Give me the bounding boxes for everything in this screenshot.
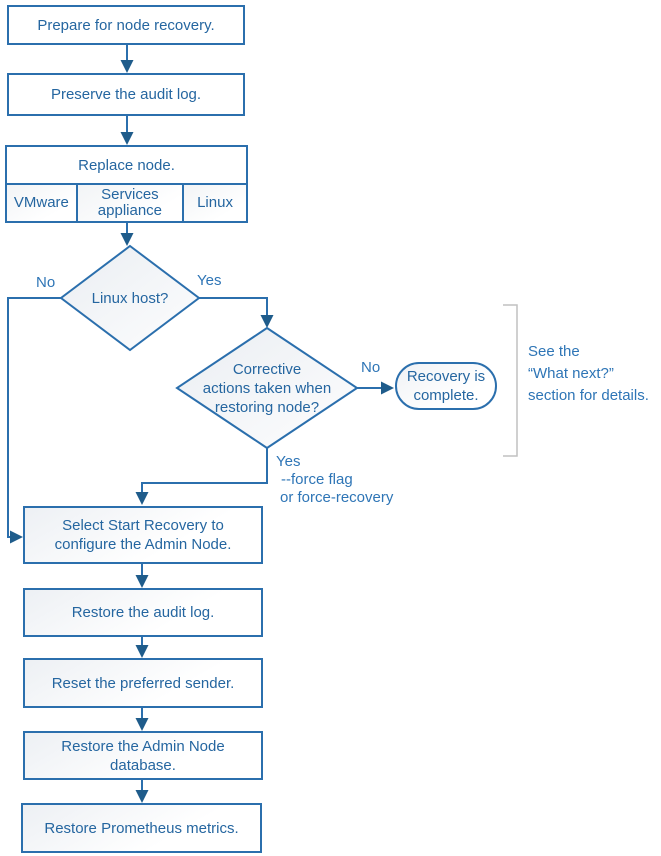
label-force-flag: --force flag bbox=[281, 471, 353, 488]
replace-node-options-row: VMware Services appliance Linux bbox=[7, 185, 246, 221]
arrowhead-restore-metrics bbox=[135, 790, 149, 803]
decision-linux-host-shape bbox=[59, 244, 201, 352]
replace-option-services-appliance: Services appliance bbox=[77, 185, 185, 221]
connector-no-linux bbox=[7, 297, 61, 538]
label-force-recovery: or force-recovery bbox=[280, 489, 394, 506]
connector-yes-corrective bbox=[141, 448, 268, 493]
flow-box-restore-admin-node-database: Restore the Admin Node database. bbox=[23, 731, 263, 780]
corrective-line-1: Corrective bbox=[232, 361, 302, 378]
replace-option-vmware: VMware bbox=[7, 185, 78, 221]
arrowhead-select-recovery bbox=[135, 492, 149, 505]
what-next-note: See the “What next?” section for details… bbox=[528, 341, 649, 407]
replace-option-linux: Linux bbox=[184, 185, 246, 221]
arrowhead-no-linux bbox=[10, 530, 23, 544]
label-no-corrective: No bbox=[361, 359, 381, 376]
bracket bbox=[503, 304, 518, 457]
label-yes-linux: Yes bbox=[197, 272, 222, 289]
decision-linux-host-label: Linux host? bbox=[91, 290, 169, 307]
flow-box-reset-preferred-sender: Reset the preferred sender. bbox=[23, 658, 263, 708]
arrowhead-no-corrective bbox=[381, 381, 394, 395]
connector-yes-linux bbox=[199, 297, 268, 316]
flow-box-preserve-audit-log: Preserve the audit log. bbox=[7, 73, 245, 116]
label-yes-corrective: Yes bbox=[276, 453, 301, 470]
arrowhead-reset-sender bbox=[135, 645, 149, 658]
corrective-line-3: restoring node? bbox=[214, 399, 320, 416]
note-line-2: “What next?” bbox=[528, 365, 614, 382]
replace-node-title: Replace node. bbox=[7, 147, 246, 185]
arrowhead-restore-db bbox=[135, 718, 149, 731]
flow-box-restore-audit-log: Restore the audit log. bbox=[23, 588, 263, 637]
corrective-line-2: actions taken when bbox=[202, 380, 332, 397]
flow-box-select-start-recovery: Select Start Recovery to configure the A… bbox=[23, 506, 263, 564]
note-line-1: See the bbox=[528, 343, 580, 360]
label-no-linux: No bbox=[36, 274, 56, 291]
arrowhead-replace bbox=[120, 132, 134, 145]
terminal-recovery-complete: Recovery is complete. bbox=[395, 362, 497, 410]
flow-box-prepare: Prepare for node recovery. bbox=[7, 5, 245, 45]
arrowhead-yes-linux bbox=[260, 315, 274, 328]
note-line-3: section for details. bbox=[528, 387, 649, 404]
arrowhead-restore-audit bbox=[135, 575, 149, 588]
arrowhead-linux-decision bbox=[120, 233, 134, 246]
decision-corrective-actions-label: Corrective actions taken when restoring … bbox=[182, 360, 352, 417]
flow-box-restore-prometheus-metrics: Restore Prometheus metrics. bbox=[21, 803, 262, 853]
flow-box-replace-node: Replace node. VMware Services appliance … bbox=[5, 145, 248, 223]
arrowhead-preserve bbox=[120, 60, 134, 73]
